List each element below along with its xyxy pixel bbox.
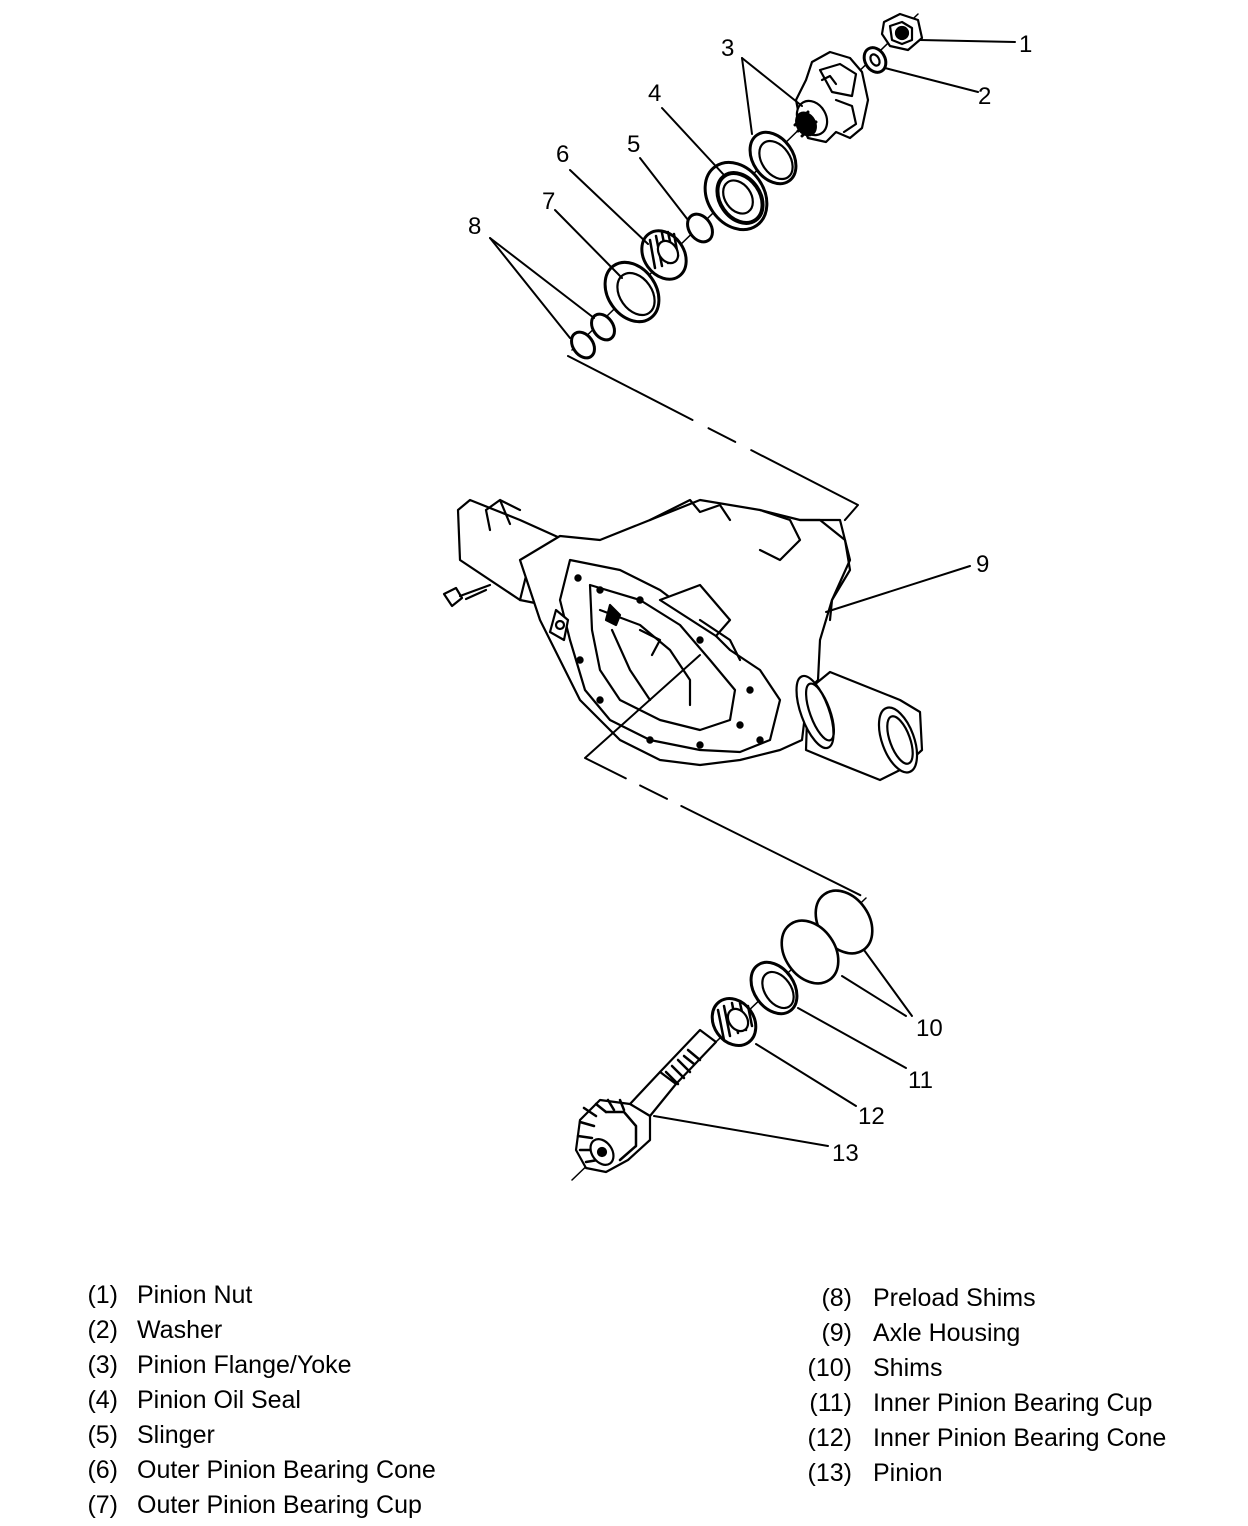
legend-item: (6) Outer Pinion Bearing Cone bbox=[78, 1453, 436, 1488]
legend-number: (5) bbox=[87, 1421, 118, 1449]
callout-9: 9 bbox=[976, 551, 989, 578]
legend-label: Shims bbox=[873, 1354, 943, 1382]
flange-ring-part bbox=[748, 130, 798, 186]
leader-lines bbox=[489, 39, 1016, 1147]
legend-label: Inner Pinion Bearing Cone bbox=[873, 1424, 1167, 1452]
legend-item: (12) Inner Pinion Bearing Cone bbox=[800, 1421, 1167, 1456]
legend-label: Pinion Oil Seal bbox=[137, 1386, 301, 1414]
callout-1: 1 bbox=[1019, 31, 1032, 58]
legend-item: (5) Slinger bbox=[78, 1418, 436, 1453]
legend-item: (9) Axle Housing bbox=[800, 1316, 1166, 1351]
axle-housing-part bbox=[456, 498, 924, 782]
legend-number: (8) bbox=[821, 1284, 852, 1312]
callout-2: 2 bbox=[978, 83, 991, 110]
callout-6: 6 bbox=[556, 141, 569, 168]
legend-number: (12) bbox=[807, 1424, 852, 1452]
legend-number: (1) bbox=[87, 1281, 118, 1309]
legend-item: (13) Pinion bbox=[800, 1456, 1166, 1491]
inner-pinion-bearing-cone-part bbox=[710, 997, 758, 1047]
legend-item: (7) Outer Pinion Bearing Cup bbox=[78, 1488, 436, 1523]
outer-pinion-bearing-cone-part bbox=[640, 229, 688, 281]
legend-item: (1) Pinion Nut bbox=[78, 1278, 436, 1313]
legend-label: Pinion Flange/Yoke bbox=[137, 1351, 352, 1379]
pinion-nut-part bbox=[880, 12, 924, 52]
legend-label: Outer Pinion Bearing Cup bbox=[137, 1491, 422, 1519]
legend-number: (11) bbox=[809, 1389, 852, 1417]
shims-part bbox=[780, 889, 874, 985]
callout-8: 8 bbox=[468, 213, 481, 240]
pinion-flange-yoke-part bbox=[793, 50, 870, 144]
legend-item: (10) Shims bbox=[800, 1351, 1166, 1386]
outer-pinion-bearing-cup-part bbox=[603, 260, 661, 324]
callout-12: 12 bbox=[858, 1103, 885, 1130]
legend-label: Slinger bbox=[137, 1421, 215, 1449]
upper-connector-line bbox=[567, 355, 859, 529]
legend-number: (10) bbox=[807, 1354, 852, 1382]
legend-label: Washer bbox=[137, 1316, 223, 1344]
legend-number: (6) bbox=[87, 1456, 118, 1484]
pinion-part bbox=[574, 1028, 718, 1174]
legend-number: (7) bbox=[87, 1491, 118, 1519]
legend-label: Pinion Nut bbox=[137, 1281, 253, 1309]
lower-connector-line bbox=[584, 654, 867, 899]
callout-4: 4 bbox=[648, 80, 661, 107]
callout-13: 13 bbox=[832, 1140, 859, 1167]
callout-7: 7 bbox=[542, 188, 555, 215]
pinion-oil-seal-part bbox=[703, 160, 769, 232]
legend-number: (9) bbox=[821, 1319, 852, 1347]
washer-part bbox=[862, 46, 888, 74]
legend-item: (8) Preload Shims bbox=[800, 1281, 1166, 1316]
legend-item: (4) Pinion Oil Seal bbox=[78, 1383, 436, 1418]
inner-pinion-bearing-cup-part bbox=[749, 960, 799, 1016]
legend-label: Preload Shims bbox=[873, 1284, 1036, 1312]
callout-11: 11 bbox=[908, 1067, 933, 1094]
legend-number: (2) bbox=[87, 1316, 118, 1344]
legend-label: Inner Pinion Bearing Cup bbox=[873, 1389, 1153, 1417]
legend-number: (3) bbox=[87, 1351, 118, 1379]
callout-3: 3 bbox=[721, 35, 734, 62]
legend-label: Axle Housing bbox=[873, 1319, 1021, 1347]
legend-item: (2) Washer bbox=[78, 1313, 436, 1348]
legend-item: (11) Inner Pinion Bearing Cup bbox=[800, 1386, 1166, 1421]
slinger-part bbox=[686, 212, 714, 244]
legend-right-column: (8) Preload Shims (9) Axle Housing (10) Shi… bbox=[800, 1281, 1167, 1491]
callout-5: 5 bbox=[627, 131, 640, 158]
callout-10: 10 bbox=[916, 1015, 943, 1042]
preload-shims-part bbox=[570, 312, 616, 360]
legend-left-column: (1) Pinion Nut (2) Washer (3) Pinion Flange… bbox=[78, 1278, 436, 1523]
legend-item: (3) Pinion Flange/Yoke bbox=[78, 1348, 436, 1383]
legend-label: Outer Pinion Bearing Cone bbox=[137, 1456, 436, 1484]
legend-number: (13) bbox=[807, 1459, 852, 1487]
vent-bolt-part bbox=[442, 583, 492, 608]
exploded-view-diagram: 1 2 3 4 5 6 7 8 9 10 11 12 13 bbox=[442, 12, 1032, 1181]
legend-label: Pinion bbox=[873, 1459, 943, 1487]
legend-number: (4) bbox=[87, 1386, 118, 1414]
